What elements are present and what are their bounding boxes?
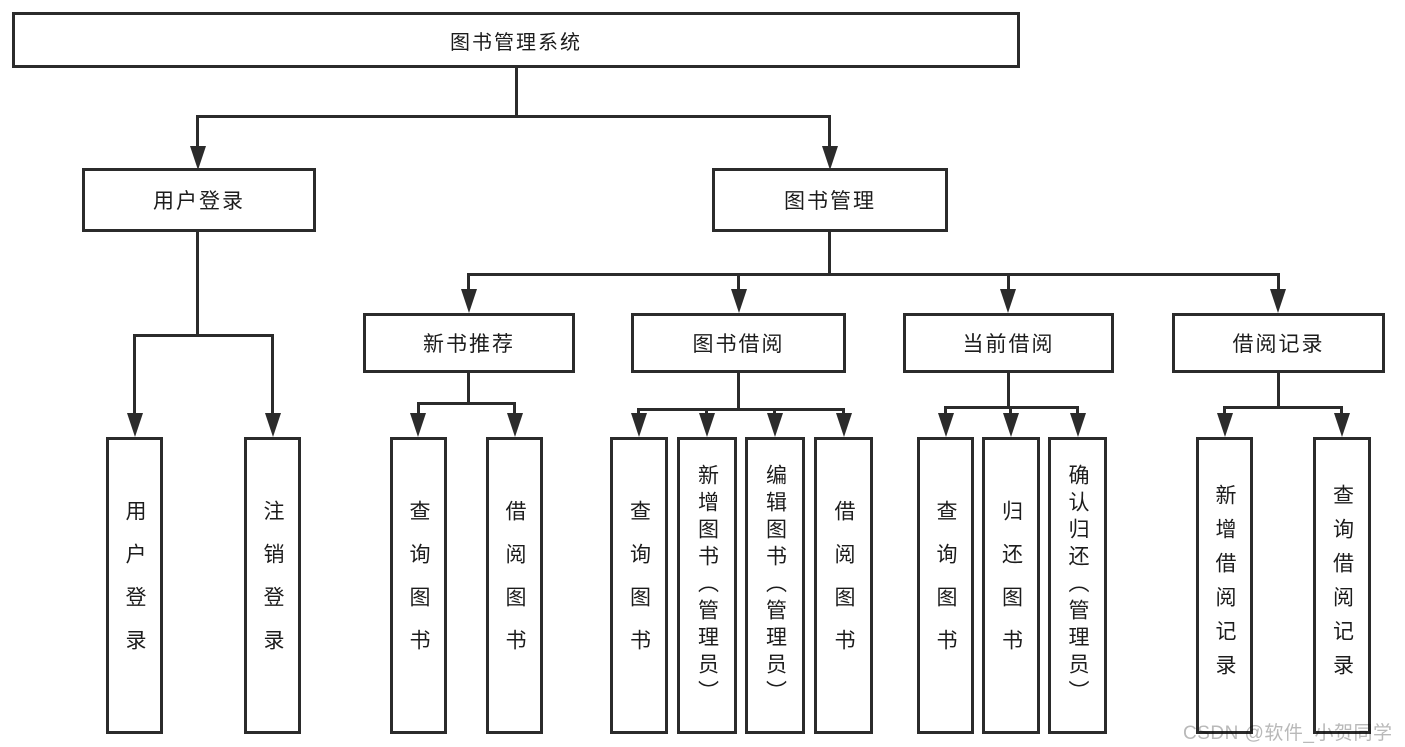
- arrow-leaf-login-icon: [127, 413, 143, 437]
- leaf-borrow-books-recommend: 借阅图书: [486, 437, 543, 734]
- leaf-add-borrow-record: 新增借阅记录: [1196, 437, 1253, 734]
- connector-g3-leaf2-shaft: [705, 408, 708, 417]
- leaf-return-books: 归还图书: [982, 437, 1040, 734]
- leaf-user-login-label: 用户登录: [123, 499, 146, 672]
- node-current-borrowing-label: 当前借阅: [962, 333, 1055, 356]
- connector-root-bar: [196, 115, 831, 118]
- leaf-edit-books-admin-label: 编辑图书（管理员）: [763, 464, 787, 707]
- connector-g4-leaf1-shaft: [944, 406, 947, 417]
- leaf-confirm-return-admin-label: 确认归还（管理员）: [1066, 464, 1089, 707]
- connector-borrowing-trunk: [737, 373, 740, 411]
- leaf-borrow-books-label: 借阅图书: [832, 499, 855, 672]
- arrow-g2-leaf2-icon: [507, 413, 523, 437]
- leaf-query-books-current-label: 查询图书: [934, 499, 957, 672]
- leaf-logout-label: 注销登录: [261, 499, 284, 672]
- arrow-g4-leaf2-icon: [1003, 413, 1019, 437]
- arrow-g3-leaf2-icon: [699, 413, 715, 437]
- connector-book-mgmt-trunk: [828, 232, 831, 276]
- arrow-g5-leaf2-icon: [1334, 413, 1350, 437]
- arrow-g3-leaf4-icon: [836, 413, 852, 437]
- connector-g2-leaf1-shaft: [417, 402, 420, 417]
- leaf-edit-books-admin: 编辑图书（管理员）: [745, 437, 805, 734]
- node-book-management-label: 图书管理: [784, 190, 876, 213]
- node-borrow-records: 借阅记录: [1172, 313, 1385, 373]
- arrow-records-icon: [1270, 289, 1286, 313]
- connector-g3-leaf1-shaft: [637, 408, 640, 417]
- node-user-login: 用户登录: [82, 168, 316, 232]
- connector-borrowing-shaft: [737, 273, 740, 293]
- connector-g3-leaf3-shaft: [773, 408, 776, 417]
- arrow-borrowing-icon: [731, 289, 747, 313]
- connector-g3-leaf4-shaft: [842, 408, 845, 417]
- connector-g4-leaf2-shaft: [1009, 406, 1012, 417]
- node-new-book-recommend-label: 新书推荐: [423, 333, 515, 356]
- connector-user-login-bar: [133, 334, 274, 337]
- leaf-query-books-recommend-label: 查询图书: [407, 499, 430, 672]
- leaf-confirm-return-admin: 确认归还（管理员）: [1048, 437, 1107, 734]
- arrow-leaf-logout-icon: [265, 413, 281, 437]
- node-library-system-label: 图书管理系统: [450, 31, 582, 54]
- connector-new-book-trunk: [467, 373, 470, 405]
- leaf-add-books-admin: 新增图书（管理员）: [677, 437, 737, 734]
- connector-current-trunk: [1007, 373, 1010, 409]
- leaf-query-books-recommend: 查询图书: [390, 437, 447, 734]
- node-borrow-records-label: 借阅记录: [1232, 333, 1325, 356]
- connector-records-shaft: [1277, 273, 1280, 293]
- arrow-current-icon: [1000, 289, 1016, 313]
- connector-user-login-shaft: [196, 115, 199, 150]
- connector-current-shaft: [1007, 273, 1010, 293]
- arrow-g4-leaf3-icon: [1070, 413, 1086, 437]
- connector-leaf-login-shaft: [133, 334, 136, 417]
- leaf-query-books-borrowing-label: 查询图书: [627, 499, 651, 672]
- arrow-g5-leaf1-icon: [1217, 413, 1233, 437]
- connector-g5-leaf2-shaft: [1340, 406, 1343, 417]
- arrow-user-login-icon: [190, 146, 206, 170]
- connector-book-mgmt-bar: [467, 273, 1280, 276]
- leaf-query-books-borrowing: 查询图书: [610, 437, 668, 734]
- leaf-query-borrow-record-label: 查询借阅记录: [1330, 483, 1354, 688]
- node-current-borrowing: 当前借阅: [903, 313, 1114, 373]
- arrow-g3-leaf1-icon: [631, 413, 647, 437]
- node-new-book-recommend: 新书推荐: [363, 313, 575, 373]
- leaf-borrow-books-recommend-label: 借阅图书: [503, 499, 526, 672]
- connector-records-bar: [1223, 406, 1343, 409]
- leaf-add-borrow-record-label: 新增借阅记录: [1213, 483, 1236, 688]
- connector-g2-leaf2-shaft: [513, 402, 516, 417]
- connector-book-mgmt-shaft: [828, 115, 831, 150]
- node-user-login-label: 用户登录: [153, 190, 245, 213]
- connector-root-trunk: [515, 68, 518, 118]
- leaf-user-login: 用户登录: [106, 437, 163, 734]
- leaf-add-books-admin-label: 新增图书（管理员）: [695, 464, 719, 707]
- node-book-borrowing-label: 图书借阅: [692, 333, 785, 356]
- connector-records-trunk: [1277, 373, 1280, 409]
- node-book-management: 图书管理: [712, 168, 948, 232]
- arrow-g4-leaf1-icon: [938, 413, 954, 437]
- leaf-query-books-current: 查询图书: [917, 437, 974, 734]
- leaf-logout: 注销登录: [244, 437, 301, 734]
- arrow-g2-leaf1-icon: [410, 413, 426, 437]
- node-library-system: 图书管理系统: [12, 12, 1020, 68]
- connector-borrowing-bar: [637, 408, 845, 411]
- leaf-query-borrow-record: 查询借阅记录: [1313, 437, 1371, 734]
- arrow-new-book-icon: [461, 289, 477, 313]
- arrow-book-mgmt-icon: [822, 146, 838, 170]
- connector-user-login-trunk: [196, 232, 199, 337]
- connector-leaf-logout-shaft: [271, 334, 274, 417]
- leaf-return-books-label: 归还图书: [999, 499, 1023, 672]
- connector-g4-leaf3-shaft: [1076, 406, 1079, 417]
- leaf-borrow-books: 借阅图书: [814, 437, 873, 734]
- connector-new-book-bar: [417, 402, 516, 405]
- arrow-g3-leaf3-icon: [767, 413, 783, 437]
- node-book-borrowing: 图书借阅: [631, 313, 846, 373]
- csdn-watermark: CSDN @软件_小贺同学: [1183, 723, 1393, 744]
- connector-g5-leaf1-shaft: [1223, 406, 1226, 417]
- connector-new-book-shaft: [467, 273, 470, 293]
